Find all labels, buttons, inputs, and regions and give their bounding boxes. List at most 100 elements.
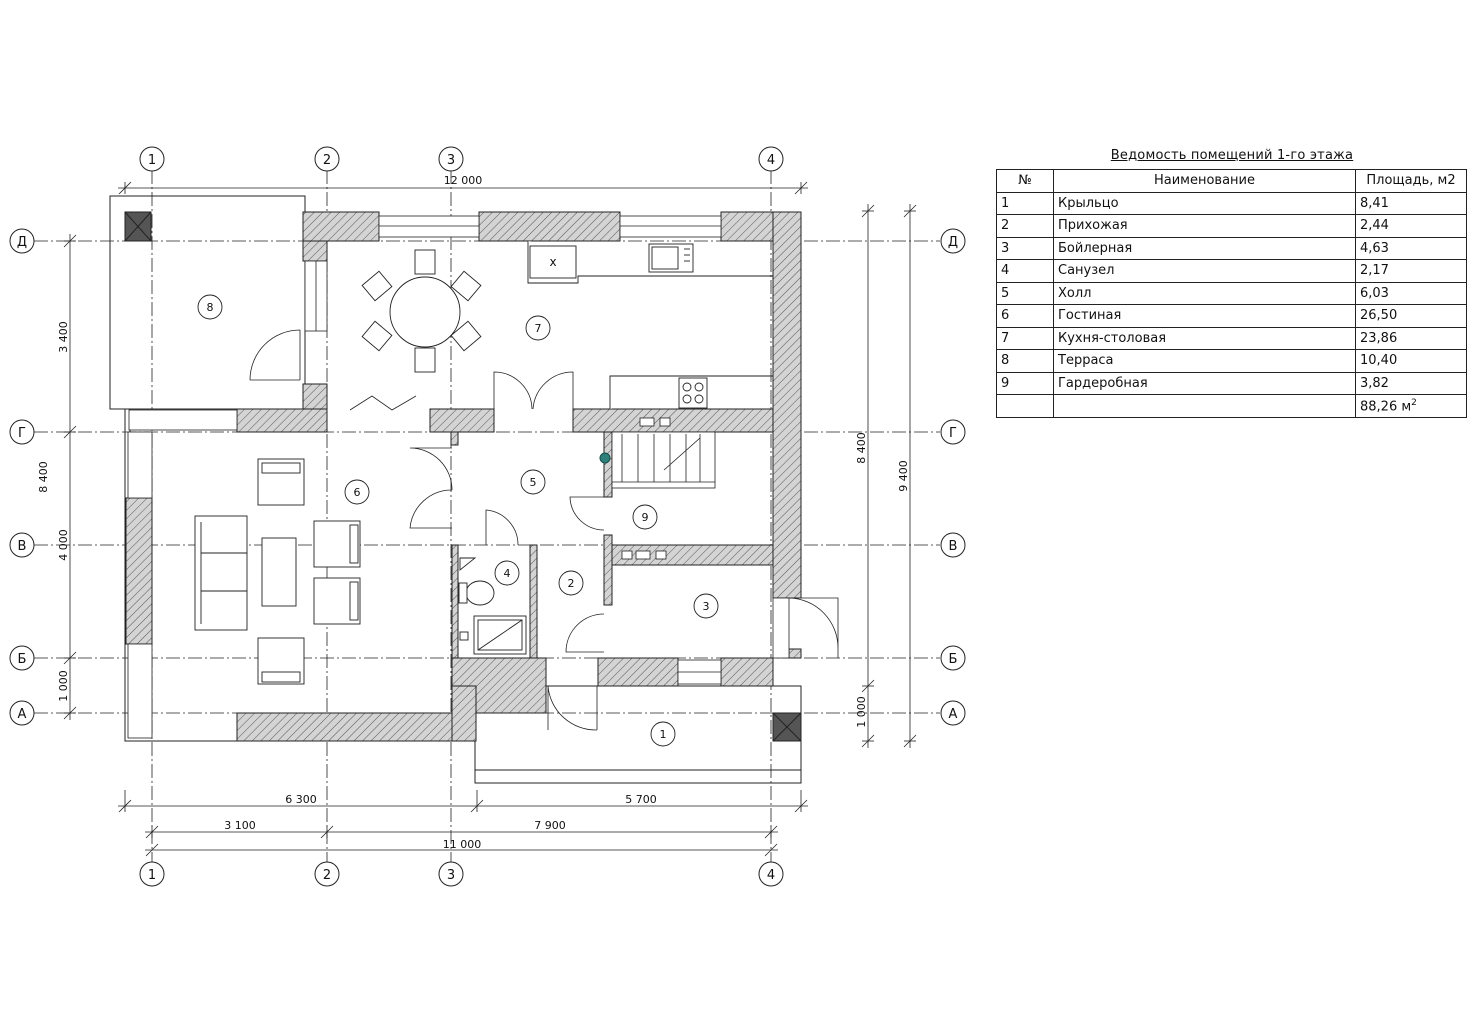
room-label-6: 6 <box>354 486 361 499</box>
room-markers <box>197 294 719 747</box>
dim-bottom-seg2: 7 900 <box>534 819 566 832</box>
row-num: 2 <box>996 214 1054 238</box>
riser-marker-icon <box>599 452 611 464</box>
row-num: 3 <box>996 236 1054 260</box>
dimension-lines <box>63 181 917 857</box>
row-name: Кухня-столовая <box>1053 326 1356 350</box>
row-area: 23,86 <box>1355 326 1467 350</box>
axis-label-bottom-2: 2 <box>323 868 331 883</box>
total-unit-sup: 2 <box>1411 397 1417 408</box>
dim-left-gb: 4 000 <box>57 529 70 561</box>
dim-left-dg: 3 400 <box>57 321 70 353</box>
room-label-9: 9 <box>642 511 649 524</box>
room-schedule: Ведомость помещений 1-го этажа № Наимено… <box>996 148 1468 418</box>
row-num: 6 <box>996 304 1054 328</box>
row-name: Бойлерная <box>1053 236 1356 260</box>
row-area: 3,82 <box>1355 371 1467 395</box>
axis-label-right-g: Г <box>949 426 957 441</box>
room-label-4: 4 <box>504 567 511 580</box>
total-empty-name <box>1053 394 1356 418</box>
axis-label-top-4: 4 <box>767 153 775 168</box>
room-label-5: 5 <box>530 476 537 489</box>
dim-left-ba: 1 000 <box>57 670 70 702</box>
dim-bottom-total: 11 000 <box>443 838 482 851</box>
schedule-total-row: 88,26 м2 <box>996 394 1467 418</box>
axis-label-left-b: Б <box>18 652 27 667</box>
axis-label-left-g: Г <box>18 426 26 441</box>
row-area: 26,50 <box>1355 304 1467 328</box>
dining-set <box>361 249 482 373</box>
row-name: Прихожая <box>1053 214 1356 238</box>
row-num: 5 <box>996 281 1054 305</box>
total-empty-num <box>996 394 1054 418</box>
axis-label-bottom-4: 4 <box>767 868 775 883</box>
dim-bottom-right: 5 700 <box>625 793 657 806</box>
kitchen-counter <box>527 241 773 409</box>
room-label-1: 1 <box>660 728 667 741</box>
row-area: 10,40 <box>1355 349 1467 373</box>
axis-label-top-2: 2 <box>323 153 331 168</box>
axis-label-top-1: 1 <box>148 153 156 168</box>
row-name: Холл <box>1053 281 1356 305</box>
staircase <box>611 417 716 560</box>
row-name: Гардеробная <box>1053 371 1356 395</box>
dim-bottom-seg1: 3 100 <box>224 819 256 832</box>
dim-left-total: 8 400 <box>37 461 50 493</box>
dim-bottom-left: 6 300 <box>285 793 317 806</box>
dim-right-bottom: 1 000 <box>855 696 868 728</box>
axis-label-bottom-1: 1 <box>148 868 156 883</box>
row-name: Санузел <box>1053 259 1356 283</box>
schedule-total: 88,26 м2 <box>1355 394 1467 418</box>
dim-right-inner: 8 400 <box>855 432 868 464</box>
axis-lines <box>34 170 940 862</box>
row-area: 2,44 <box>1355 214 1467 238</box>
dim-right-outer: 9 400 <box>897 460 910 492</box>
axis-label-right-v: В <box>949 539 958 554</box>
row-name: Крыльцо <box>1053 191 1356 215</box>
living-room-furniture <box>194 458 361 685</box>
axis-label-left-d: Д <box>17 235 27 250</box>
axis-label-left-a: А <box>18 707 27 722</box>
doors <box>249 329 839 731</box>
row-name: Терраса <box>1053 349 1356 373</box>
row-num: 1 <box>996 191 1054 215</box>
axis-label-right-b: Б <box>949 652 958 667</box>
room-label-3: 3 <box>703 600 710 613</box>
axis-label-top-3: 3 <box>447 153 455 168</box>
axis-label-right-a: А <box>949 707 958 722</box>
axis-label-bottom-3: 3 <box>447 868 455 883</box>
schedule-header-name: Наименование <box>1053 169 1356 193</box>
dim-top-total: 12 000 <box>444 174 483 187</box>
schedule-header-row: № Наименование Площадь, м2 <box>996 169 1467 193</box>
row-area: 6,03 <box>1355 281 1467 305</box>
schedule-header-num: № <box>996 169 1054 193</box>
schedule-title: Ведомость помещений 1-го этажа <box>1110 148 1354 163</box>
room-label-8: 8 <box>207 301 214 314</box>
room-label-2: 2 <box>568 577 575 590</box>
row-num: 7 <box>996 326 1054 350</box>
room-label-7: 7 <box>535 322 542 335</box>
total-value: 88,26 м <box>1360 398 1412 414</box>
axis-bubbles <box>9 146 966 887</box>
walls <box>125 211 802 742</box>
row-num: 8 <box>996 349 1054 373</box>
axis-label-right-d: Д <box>948 235 958 250</box>
row-name: Гостиная <box>1053 304 1356 328</box>
row-area: 4,63 <box>1355 236 1467 260</box>
row-num: 9 <box>996 371 1054 395</box>
bathroom-fixtures <box>458 557 527 655</box>
windows <box>127 215 790 739</box>
row-area: 8,41 <box>1355 191 1467 215</box>
columns <box>124 211 802 742</box>
